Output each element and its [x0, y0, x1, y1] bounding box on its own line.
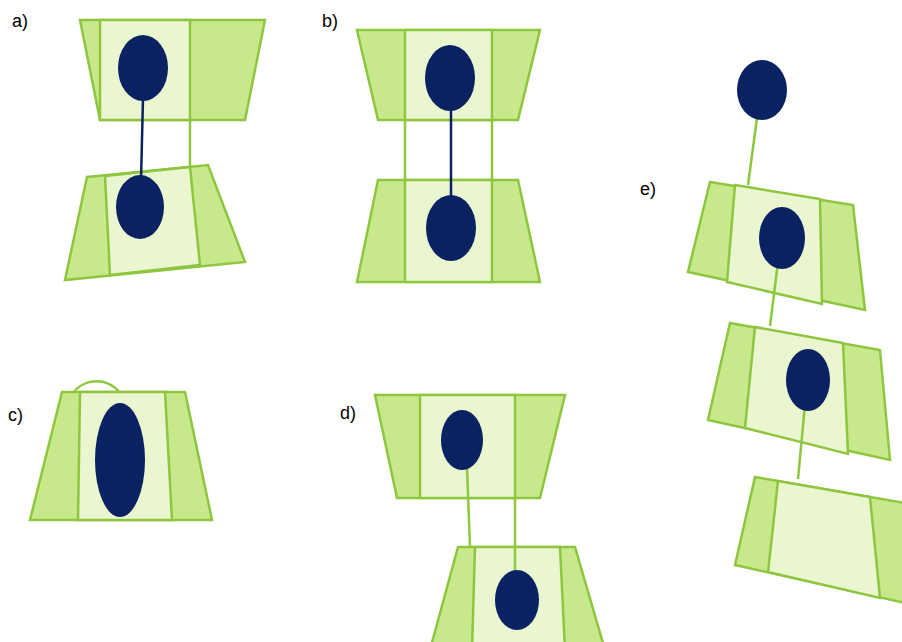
panel-d-figure	[375, 395, 605, 642]
panel-label: a)	[12, 12, 28, 30]
panel-e-figure	[688, 60, 902, 603]
panel-label: b)	[322, 12, 338, 30]
panel-label: e)	[640, 180, 656, 198]
panel-label: d)	[340, 404, 356, 422]
panel-b-figure	[357, 30, 540, 282]
panel-label: c)	[8, 406, 23, 424]
panel-c-figure	[30, 381, 212, 520]
panel-a-figure	[65, 20, 265, 280]
